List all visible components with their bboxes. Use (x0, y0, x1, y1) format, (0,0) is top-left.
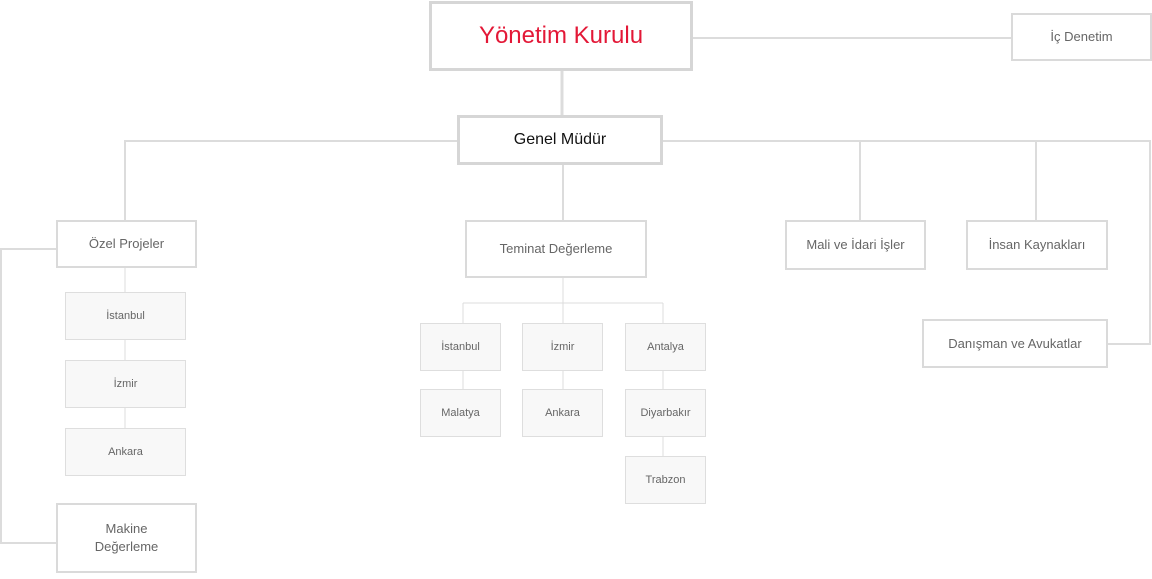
collateral-branch-istanbul-box: İstanbul (420, 323, 501, 371)
internal-audit-box: İç Denetim (1011, 13, 1152, 61)
human-resources-label: İnsan Kaynakları (988, 237, 1086, 253)
internal-audit-label: İç Denetim (1050, 29, 1113, 45)
finance-admin-box: Mali ve İdari İşler (785, 220, 926, 270)
collateral-branch-label: Ankara (545, 406, 580, 419)
machine-valuation-box: Makine Değerleme (56, 503, 197, 573)
general-manager-label: Genel Müdür (513, 131, 607, 149)
collateral-branch-label: Trabzon (645, 473, 686, 486)
collateral-branch-label: Malatya (441, 406, 480, 419)
special-branch-istanbul-box: İstanbul (65, 292, 186, 340)
machine-valuation-label: Makine Değerleme (94, 521, 159, 554)
collateral-valuation-box: Teminat Değerleme (465, 220, 647, 278)
collateral-branch-malatya-box: Malatya (420, 389, 501, 437)
human-resources-box: İnsan Kaynakları (966, 220, 1108, 270)
collateral-branch-izmir-box: İzmir (522, 323, 603, 371)
special-branch-label: İstanbul (106, 309, 145, 322)
collateral-branch-ankara-box: Ankara (522, 389, 603, 437)
special-branch-ankara-box: Ankara (65, 428, 186, 476)
collateral-branch-label: İstanbul (441, 340, 480, 353)
general-manager-box: Genel Müdür (457, 115, 663, 165)
special-branch-label: İzmir (113, 377, 138, 390)
advisors-lawyers-label: Danışman ve Avukatlar (948, 335, 1082, 351)
collateral-branch-label: Antalya (647, 340, 684, 353)
collateral-branch-label: Diyarbakır (640, 406, 691, 419)
collateral-branch-antalya-box: Antalya (625, 323, 706, 371)
special-projects-label: Özel Projeler (88, 236, 165, 252)
collateral-branch-trabzon-box: Trabzon (625, 456, 706, 504)
finance-admin-label: Mali ve İdari İşler (806, 237, 905, 253)
special-projects-box: Özel Projeler (56, 220, 197, 268)
board-label: Yönetim Kurulu (478, 21, 644, 49)
collateral-branch-label: İzmir (550, 340, 575, 353)
collateral-valuation-label: Teminat Değerleme (499, 241, 613, 257)
advisors-lawyers-box: Danışman ve Avukatlar (922, 319, 1108, 368)
collateral-branch-diyarbakir-box: Diyarbakır (625, 389, 706, 437)
board-box: Yönetim Kurulu (429, 1, 693, 71)
special-branch-label: Ankara (108, 445, 143, 458)
special-branch-izmir-box: İzmir (65, 360, 186, 408)
